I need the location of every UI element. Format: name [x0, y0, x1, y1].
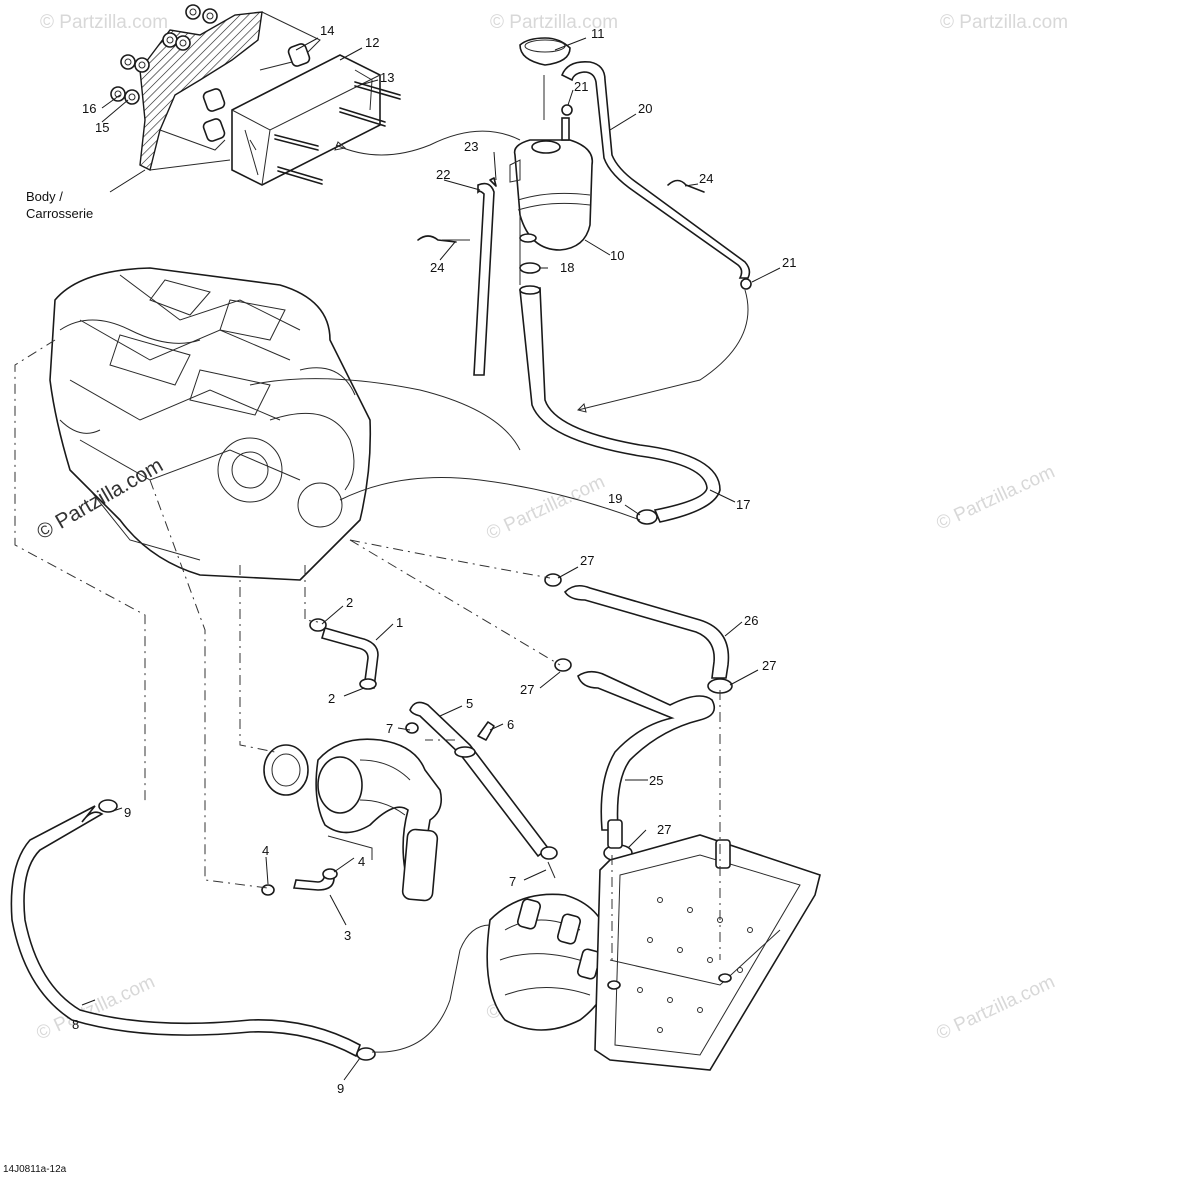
callout-9: 9 — [337, 1081, 344, 1096]
manifold-housing — [486, 893, 613, 1031]
callout-21: 21 — [574, 79, 588, 94]
watermark-text: © Partzilla.com — [940, 12, 1068, 33]
callout-12: 12 — [365, 35, 379, 50]
hose-26 — [563, 584, 730, 679]
callout-2: 2 — [328, 691, 335, 706]
callout-6: 6 — [507, 717, 514, 732]
callout-13: 13 — [380, 70, 394, 85]
callout-17: 17 — [736, 497, 750, 512]
callout-4: 4 — [262, 843, 269, 858]
callout-4: 4 — [358, 854, 365, 869]
callout-24: 24 — [699, 171, 713, 186]
callout-5: 5 — [466, 696, 473, 711]
hose-25 — [577, 670, 716, 831]
callout-24: 24 — [430, 260, 444, 275]
callout-22: 22 — [436, 167, 450, 182]
callout-27: 27 — [580, 553, 594, 568]
coolant-reservoir — [509, 37, 594, 274]
callout-18: 18 — [560, 260, 574, 275]
thermostat-housing — [263, 722, 443, 902]
engine-block — [49, 267, 372, 581]
hose-20 — [560, 60, 751, 279]
callout-8: 8 — [72, 1017, 79, 1032]
body-panel — [110, 4, 321, 172]
callout-27: 27 — [657, 822, 671, 837]
hose-17 — [519, 287, 721, 523]
nut-washer-stack — [110, 4, 218, 105]
watermark-text: © Partzilla.com — [483, 471, 608, 544]
plate-holes — [637, 897, 753, 1033]
ride-plate — [594, 819, 821, 1071]
callout-labels: 1 2 2 3 4 4 5 6 7 7 8 9 9 10 11 12 13 14… — [72, 23, 796, 1096]
callout-23: 23 — [464, 139, 478, 154]
callout-15: 15 — [95, 120, 109, 135]
leader-lines — [81, 37, 781, 1081]
callout-7: 7 — [386, 721, 393, 736]
callout-1: 1 — [396, 615, 403, 630]
callout-27: 27 — [520, 682, 534, 697]
callout-16: 16 — [82, 101, 96, 116]
callout-26: 26 — [744, 613, 758, 628]
callout-21: 21 — [782, 255, 796, 270]
mounting-bracket — [202, 43, 401, 186]
callout-7: 7 — [509, 874, 516, 889]
watermark-text: © Partzilla.com — [933, 461, 1058, 534]
callout-27: 27 — [762, 658, 776, 673]
callout-9: 9 — [124, 805, 131, 820]
watermark-text: © Partzilla.com — [490, 12, 618, 33]
connection-lines — [14, 75, 749, 1053]
callout-10: 10 — [610, 248, 624, 263]
hose-22 — [473, 182, 495, 376]
callout-14: 14 — [320, 23, 334, 38]
body-label: Body / — [26, 189, 63, 204]
callout-11: 11 — [591, 26, 605, 41]
callout-2: 2 — [346, 595, 353, 610]
callout-25: 25 — [649, 773, 663, 788]
body-label: Carrosserie — [26, 206, 93, 221]
hose-8 — [10, 805, 361, 1058]
callout-19: 19 — [608, 491, 622, 506]
callout-20: 20 — [638, 101, 652, 116]
watermark-text: © Partzilla.com — [40, 12, 168, 33]
watermark-text: © Partzilla.com — [933, 971, 1058, 1044]
drawing-code: 14J0811a-12a — [3, 1164, 67, 1175]
callout-3: 3 — [344, 928, 351, 943]
